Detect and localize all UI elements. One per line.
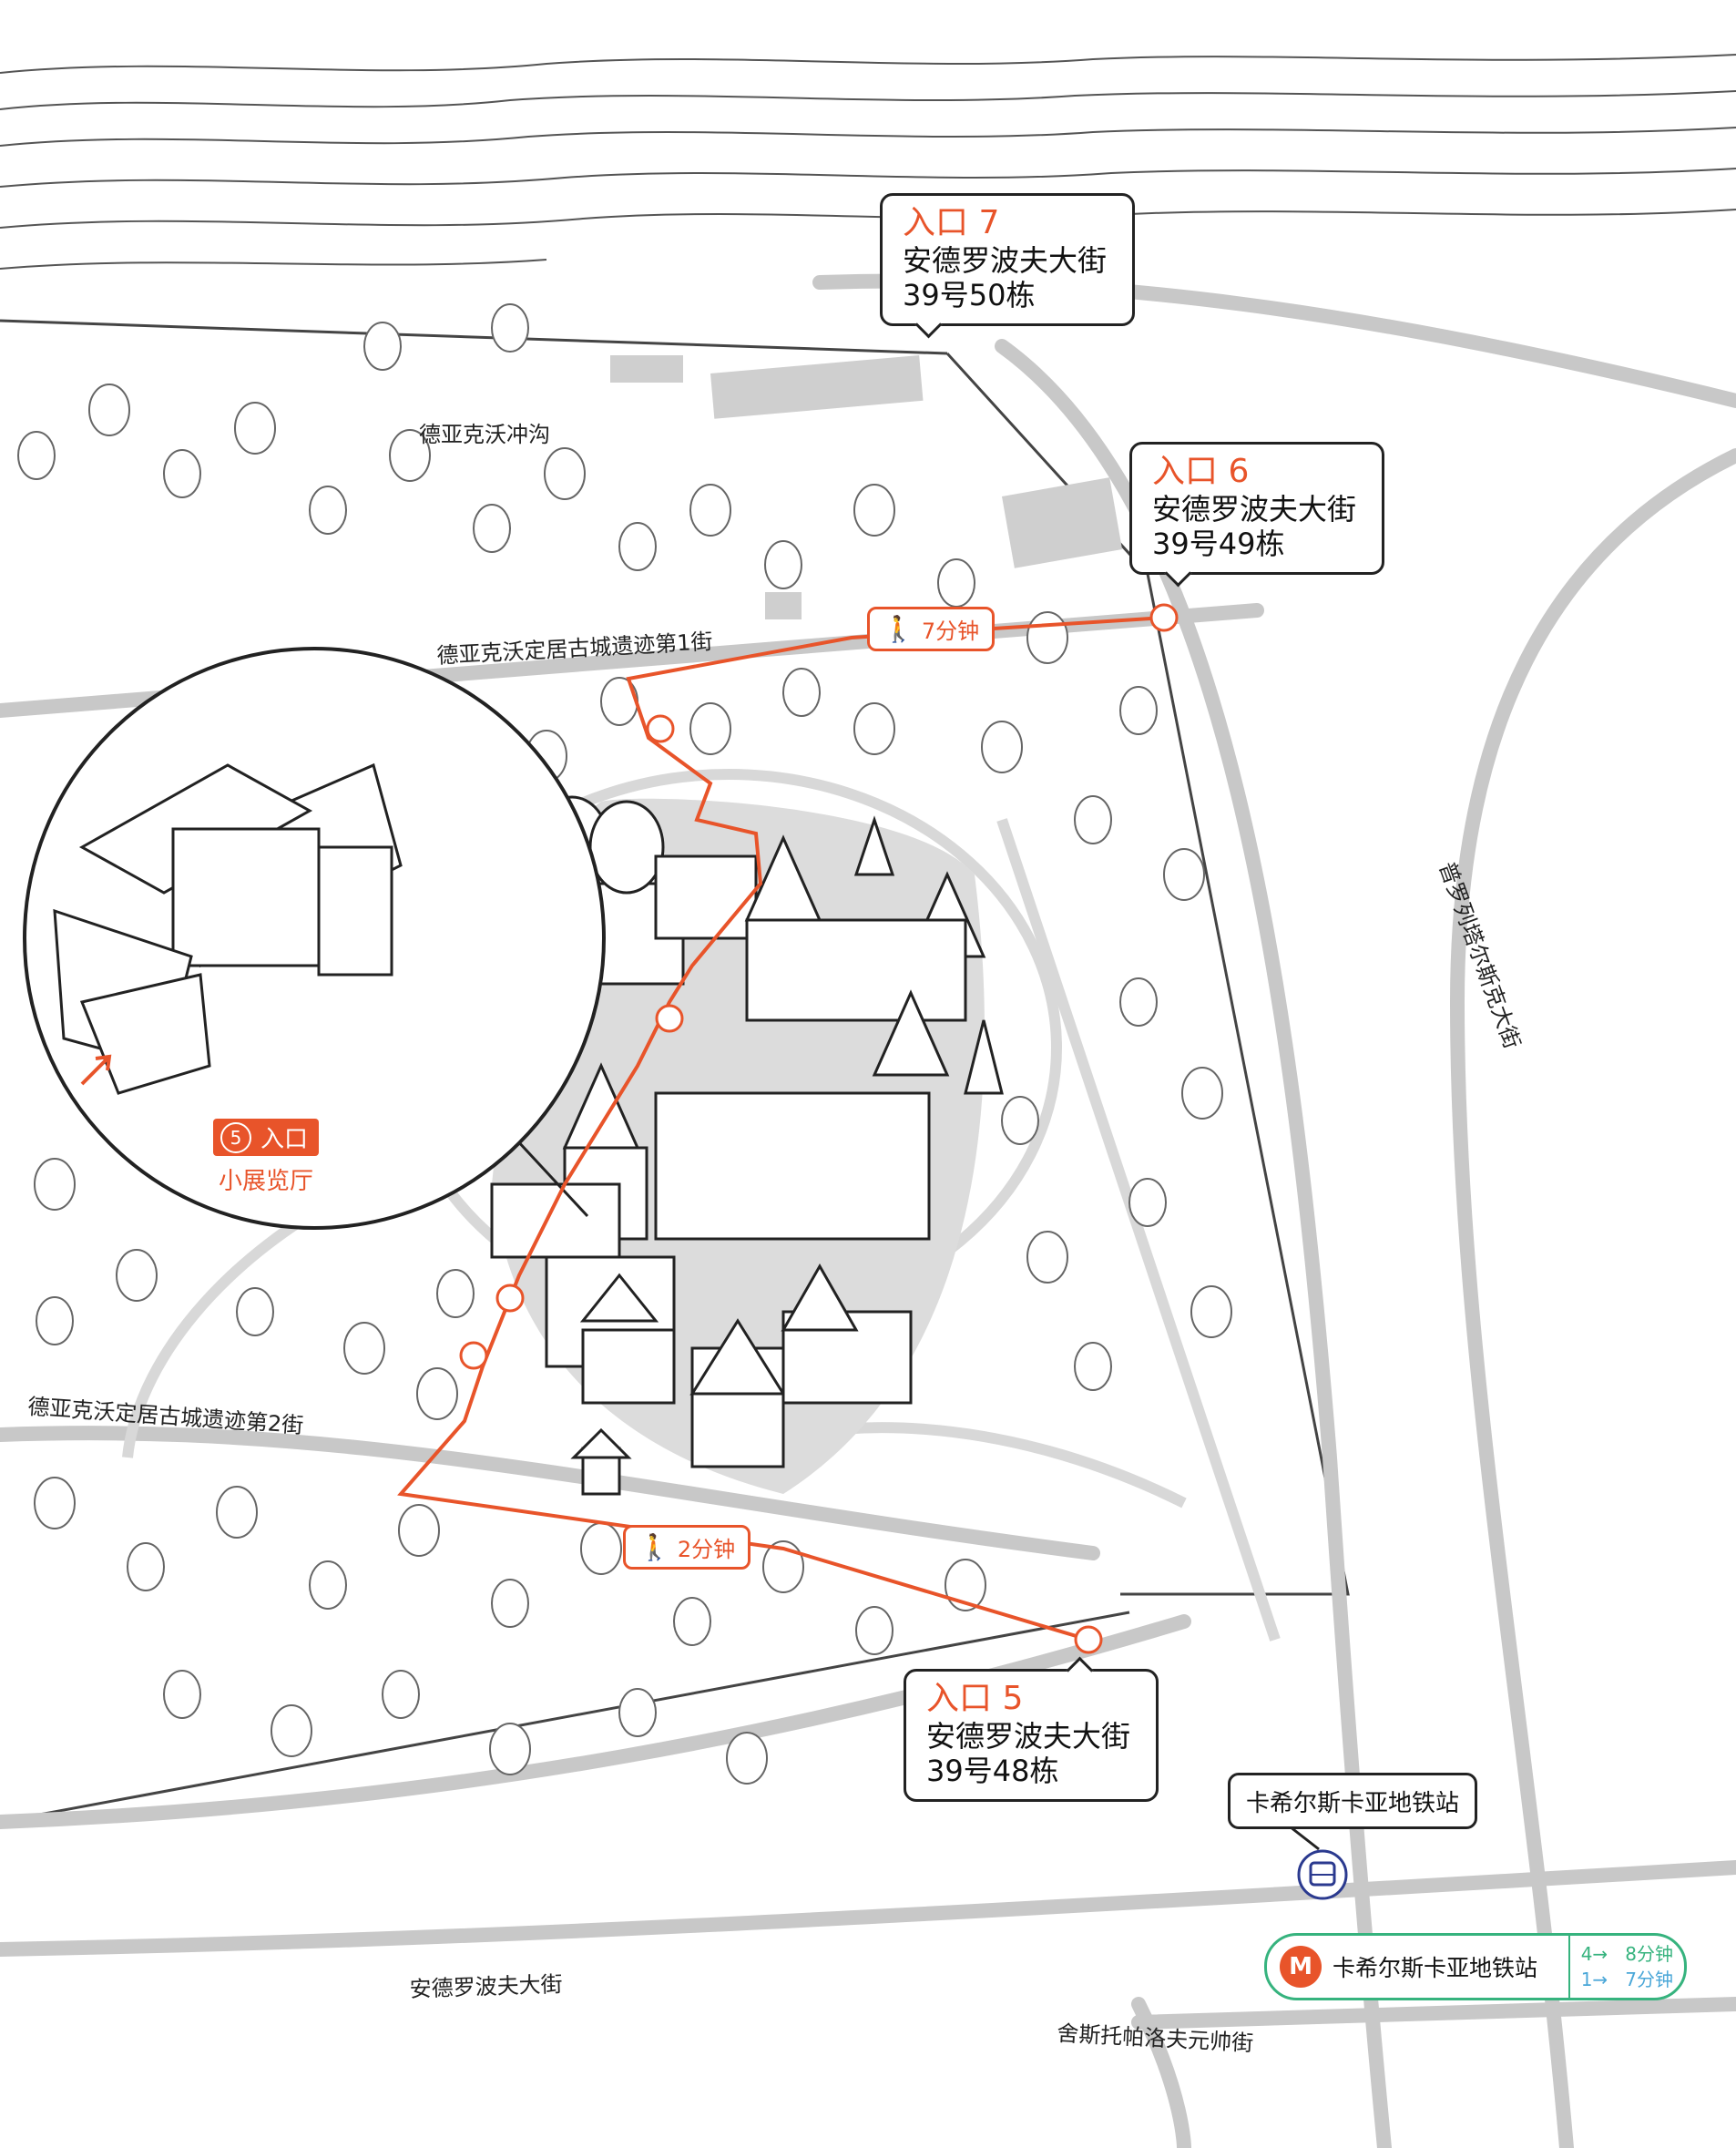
inset-hall-label: 小展览厅 xyxy=(219,1168,314,1195)
entrance-6-address-2: 39号49栋 xyxy=(1152,527,1285,561)
walk-time-south-label: 2分钟 xyxy=(677,1537,736,1562)
entrance-6-address-1: 安德罗波夫大街 xyxy=(1152,492,1357,527)
label-prolet: 普罗列塔尔斯克大街 xyxy=(1434,858,1525,1052)
inset-entrance-number: 5 xyxy=(220,1121,251,1153)
label-ravine: 德亚克沃冲沟 xyxy=(419,422,550,447)
fields xyxy=(610,354,1123,619)
walk-time-north: 🚶 7分钟 xyxy=(867,607,996,651)
walking-routes xyxy=(397,616,1165,1642)
entrance-5-address-1: 安德罗波夫大街 xyxy=(926,1719,1131,1754)
metro-station-name: 卡希尔斯卡亚地铁站 xyxy=(1333,1955,1538,1981)
inset-entrance-badge: 5 入口 xyxy=(213,1119,320,1156)
entrance-7-address-2: 39号50栋 xyxy=(903,278,1036,312)
entrance-7-title: 入口 7 xyxy=(903,204,1000,241)
river-valley xyxy=(0,54,1736,270)
route-markers xyxy=(459,603,1179,1654)
metro-icon: M xyxy=(1280,1946,1322,1988)
bus-stop-label[interactable]: 卡希尔斯卡亚地铁站 xyxy=(1228,1773,1477,1829)
label-andropov: 安德罗波夫大街 xyxy=(409,1971,563,2002)
metro-station-badge[interactable]: M 卡希尔斯卡亚地铁站 4→ 8分钟 1→ 7分钟 xyxy=(1264,1933,1687,2000)
trees xyxy=(17,303,1232,1785)
entrance-5-title: 入口 5 xyxy=(926,1680,1024,1717)
inset-magnifier xyxy=(23,647,606,1230)
metro-line-b: 1→ 7分钟 xyxy=(1580,1969,1673,1990)
walking-person-icon: 🚶 xyxy=(883,614,914,644)
entrance-6-title: 入口 6 xyxy=(1152,453,1250,490)
inset-entrance-label: 入口 xyxy=(260,1126,309,1153)
walk-time-south: 🚶 2分钟 xyxy=(623,1525,751,1570)
entrance-5-address-2: 39号48栋 xyxy=(926,1754,1059,1788)
kolomenskoye-palace xyxy=(490,795,1004,1496)
entrance-7-address-1: 安德罗波夫大街 xyxy=(903,243,1108,278)
metro-line-a: 4→ 8分钟 xyxy=(1580,1943,1673,1965)
entrance-7-callout[interactable]: 入口 7 安德罗波夫大街 39号50栋 xyxy=(880,193,1135,326)
walking-person-icon: 🚶 xyxy=(638,1532,670,1562)
walk-time-north-label: 7分钟 xyxy=(921,619,980,644)
entrance-6-callout[interactable]: 入口 6 安德罗波夫大街 39号49栋 xyxy=(1129,442,1384,575)
metro-lines: 4→ 8分钟 1→ 7分钟 xyxy=(1568,1936,1684,1998)
entrance-5-callout[interactable]: 入口 5 安德罗波夫大街 39号48栋 xyxy=(904,1669,1159,1802)
park-fence xyxy=(0,319,1350,1824)
